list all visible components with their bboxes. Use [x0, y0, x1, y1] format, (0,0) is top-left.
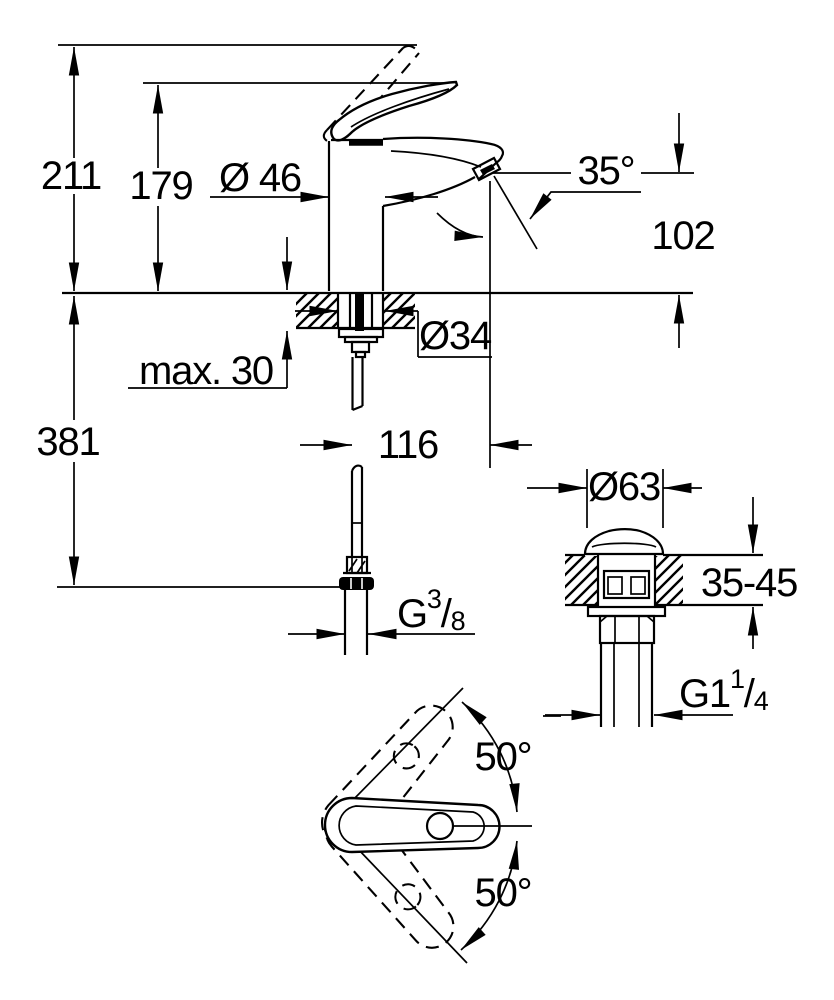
- label-deck-max: max. 30: [139, 349, 273, 393]
- label-handle-height: 179: [129, 164, 192, 208]
- waste-flange: [586, 605, 667, 618]
- label-overall-height: 211: [41, 154, 101, 198]
- faucet-body: [327, 138, 385, 291]
- top-view-handle: 50° 50°: [321, 687, 561, 964]
- label-body-diameter: Ø 46: [219, 156, 301, 200]
- label-spout-projection: 116: [378, 423, 438, 467]
- label-supply-thread: G3/8: [397, 584, 465, 636]
- flow-arc-arrow: [436, 212, 484, 241]
- label-supply-length: 381: [36, 420, 99, 464]
- aerator: [471, 156, 502, 182]
- dim-deck-max: [128, 237, 293, 389]
- label-swing-down: 50°: [475, 871, 532, 915]
- waste-cap-dome: [583, 528, 665, 556]
- swing-ray-up: [349, 687, 464, 804]
- waste-view: Ø63 35-45: [527, 465, 798, 727]
- aerator-face: [480, 164, 495, 175]
- swing-arc-down: [460, 840, 520, 951]
- handle-position-down-dashed: [324, 800, 455, 949]
- faucet-spout: [382, 136, 505, 208]
- hose-nut: [339, 577, 374, 590]
- waste-nut: [598, 614, 656, 645]
- mounting-shank: [336, 293, 385, 359]
- dim-shank-diameter: [295, 305, 492, 358]
- label-shank-diameter: Ø34: [419, 314, 492, 358]
- handle-top-solid: [323, 796, 501, 854]
- waste-body: [586, 554, 667, 727]
- label-waste-thread: G11/4: [679, 664, 769, 716]
- swing-arc-up: [461, 701, 520, 813]
- stream-reference: [436, 172, 694, 468]
- dim-aerator-angle: [529, 191, 641, 220]
- label-deck-range: 35-45: [701, 561, 797, 605]
- dim-supply-length: [57, 296, 345, 588]
- label-spout-height: 102: [651, 214, 714, 258]
- waste-tailpipe: [599, 643, 654, 727]
- waste-deck-section: [565, 553, 763, 607]
- swing-ray-down: [357, 848, 468, 964]
- handle-raised-dashed: [322, 44, 420, 144]
- supply-pipe: [339, 357, 374, 655]
- label-aerator-angle: 35°: [578, 149, 635, 193]
- label-swing-up: 50°: [475, 735, 532, 779]
- label-waste-cap: Ø63: [588, 465, 660, 509]
- handle-lever: [330, 80, 459, 142]
